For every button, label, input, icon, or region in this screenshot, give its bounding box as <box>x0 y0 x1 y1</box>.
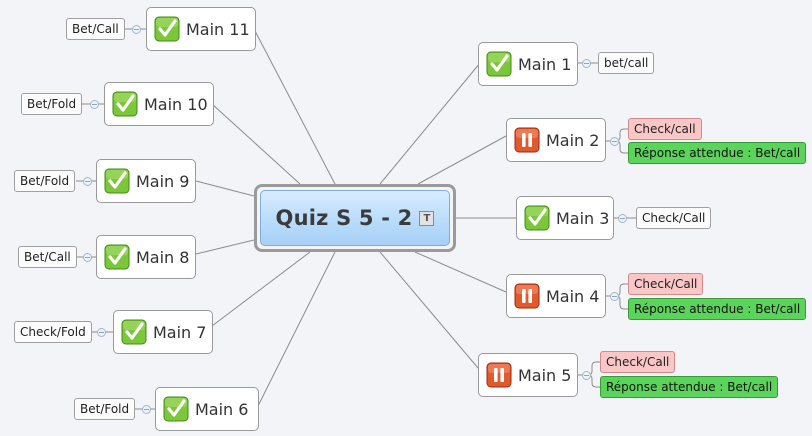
expected-answer-tag: Réponse attendue : Bet/call <box>600 376 779 398</box>
expected-answer-tag: Réponse attendue : Bet/call <box>628 298 807 320</box>
topic-main-4[interactable]: Main 4 <box>506 274 606 318</box>
answer-tag: Bet/Call <box>66 18 125 40</box>
answer-tag: Bet/Call <box>18 246 77 268</box>
topic-main-6[interactable]: Main 6 <box>155 387 259 431</box>
expected-answer-tag: Réponse attendue : Bet/call <box>628 142 807 164</box>
topic-main-3[interactable]: Main 3 <box>516 196 614 240</box>
collapse-toggle[interactable] <box>142 405 151 414</box>
given-answer-tag: Check/Call <box>600 351 676 373</box>
topic-label: Main 10 <box>144 94 208 114</box>
check-icon <box>524 205 550 231</box>
check-icon <box>163 396 189 422</box>
collapse-toggle[interactable] <box>610 137 619 146</box>
answer-tag: Check/Fold <box>14 321 92 343</box>
check-icon <box>104 244 130 270</box>
topic-main-10[interactable]: Main 10 <box>104 82 214 126</box>
topic-main-1[interactable]: Main 1 <box>478 42 578 86</box>
topic-label: Main 5 <box>518 365 572 385</box>
collapse-toggle[interactable] <box>618 214 627 223</box>
check-icon <box>112 91 138 117</box>
check-icon <box>486 51 512 77</box>
pause-icon <box>514 283 540 309</box>
answer-tag: Check/Call <box>636 207 712 229</box>
topic-main-2[interactable]: Main 2 <box>506 118 606 162</box>
collapse-toggle[interactable] <box>582 371 591 380</box>
central-topic-title: Quiz S 5 - 2 <box>275 206 413 230</box>
check-icon <box>154 16 180 42</box>
topic-main-5[interactable]: Main 5 <box>478 353 578 397</box>
collapse-toggle[interactable] <box>90 100 99 109</box>
topic-label: Main 7 <box>153 322 207 342</box>
check-icon <box>104 168 130 194</box>
answer-tag: Bet/Fold <box>14 170 76 192</box>
text-note-icon[interactable]: T <box>419 210 435 226</box>
topic-main-8[interactable]: Main 8 <box>96 235 196 279</box>
check-icon <box>121 319 147 345</box>
topic-label: Main 6 <box>195 399 249 419</box>
pause-icon <box>486 362 512 388</box>
topic-label: Main 3 <box>556 208 610 228</box>
central-topic[interactable]: Quiz S 5 - 2 T <box>254 184 456 252</box>
topic-label: Main 2 <box>546 130 600 150</box>
topic-main-9[interactable]: Main 9 <box>96 159 196 203</box>
topic-label: Main 1 <box>518 54 572 74</box>
collapse-toggle[interactable] <box>83 177 92 186</box>
topic-label: Main 9 <box>136 171 190 191</box>
answer-tag: Bet/Fold <box>21 93 83 115</box>
answer-tag: bet/call <box>598 52 655 74</box>
topic-main-7[interactable]: Main 7 <box>113 310 213 354</box>
topic-main-11[interactable]: Main 11 <box>146 7 256 51</box>
collapse-toggle[interactable] <box>610 292 619 301</box>
given-answer-tag: Check/Call <box>628 273 704 295</box>
topic-label: Main 11 <box>186 19 250 39</box>
collapse-toggle[interactable] <box>582 59 591 68</box>
topic-label: Main 4 <box>546 286 600 306</box>
collapse-toggle[interactable] <box>132 25 141 34</box>
collapse-toggle[interactable] <box>83 253 92 262</box>
pause-icon <box>514 127 540 153</box>
answer-tag: Bet/Fold <box>74 398 136 420</box>
topic-label: Main 8 <box>136 247 190 267</box>
given-answer-tag: Check/call <box>628 118 702 140</box>
collapse-toggle[interactable] <box>97 328 106 337</box>
